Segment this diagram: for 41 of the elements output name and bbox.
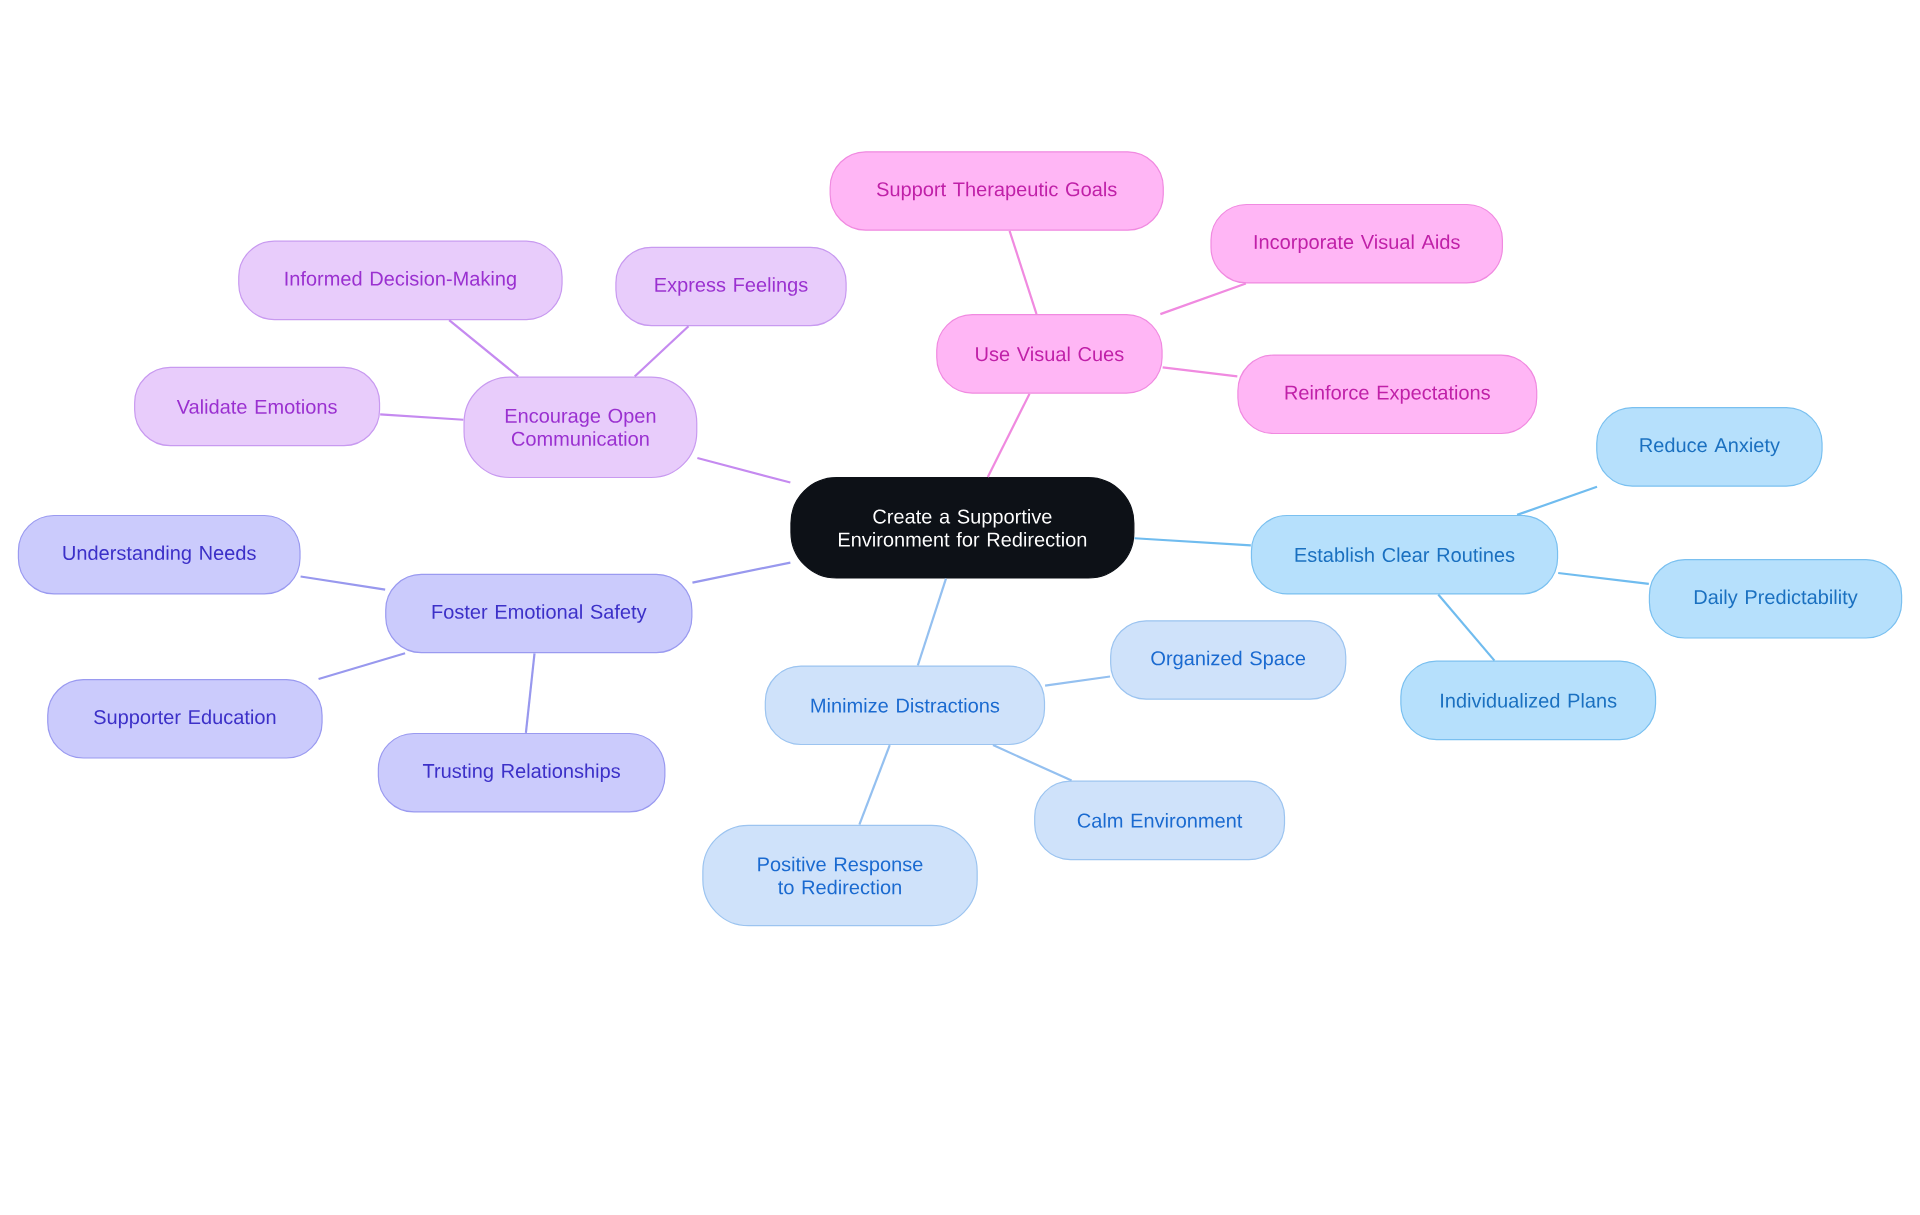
topic-box: Individualized Plans <box>1400 660 1657 741</box>
topic-box: Express Feelings <box>615 246 847 327</box>
connector-line <box>916 578 948 666</box>
topic-box: Organized Space <box>1110 620 1347 700</box>
connector-line <box>300 575 386 591</box>
central-topic-box: Create a Supportive Environment for Redirection <box>790 477 1135 579</box>
topic-box: Validate Emotions <box>134 366 381 447</box>
topic-box: Reinforce Expectations <box>1237 354 1538 435</box>
topic-box: Trusting Relationships <box>377 732 666 813</box>
connector-line <box>1044 675 1111 687</box>
topic-box: Minimize Distractions <box>764 665 1046 746</box>
connector-line <box>697 456 791 484</box>
topic-box: Reduce Anxiety <box>1596 407 1823 487</box>
connector-line <box>1008 230 1038 315</box>
topic-box: Incorporate Visual Aids <box>1210 203 1503 284</box>
topic-box: Use Visual Cues <box>936 314 1163 394</box>
connector-line <box>1162 366 1238 378</box>
connector-line <box>858 744 891 826</box>
connector-line <box>380 413 464 421</box>
connector-line <box>692 561 791 584</box>
connector-line <box>1516 485 1598 516</box>
connector-line <box>986 393 1031 478</box>
topic-box: Daily Predictability <box>1648 559 1903 639</box>
topic-box: Understanding Needs <box>17 514 301 595</box>
topic-box: Foster Emotional Safety <box>385 573 693 654</box>
topic-box: Supporter Education <box>47 679 323 759</box>
connector-line <box>1437 593 1496 662</box>
topic-box: Support Therapeutic Goals <box>829 151 1164 231</box>
connector-line <box>448 319 519 378</box>
connector-line <box>524 653 536 733</box>
topic-box: Positive Response to Redirection <box>702 824 978 927</box>
topic-box: Establish Clear Routines <box>1250 514 1559 595</box>
topic-box: Calm Environment <box>1034 780 1286 861</box>
topic-box: Informed Decision-Making <box>238 240 563 321</box>
connector-line <box>1558 571 1649 585</box>
connector-line <box>1160 282 1247 316</box>
connector-line <box>633 325 690 378</box>
topic-box: Encourage Open Communication <box>463 376 698 479</box>
connector-line <box>318 652 406 681</box>
connector-line <box>1134 537 1251 547</box>
connector-line <box>992 744 1073 782</box>
